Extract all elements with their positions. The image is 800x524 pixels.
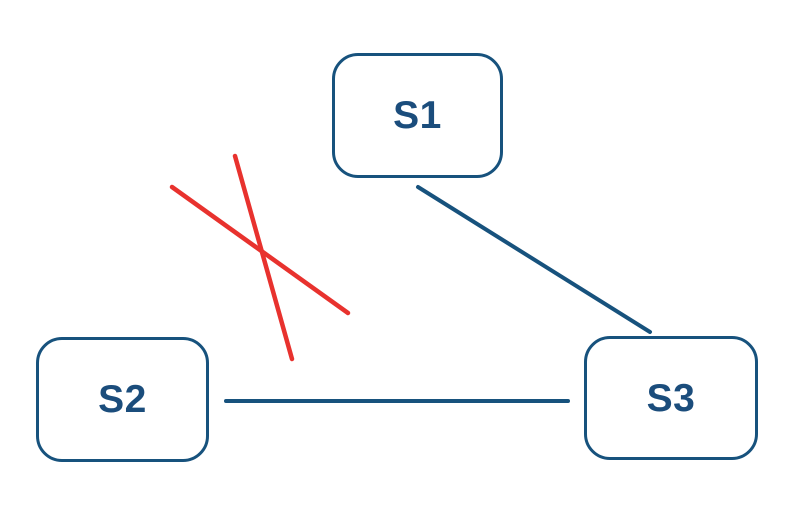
node-s2-label: S2 [98, 378, 147, 421]
red-x-stroke-shallow [169, 184, 351, 316]
node-s3-label: S3 [646, 376, 696, 420]
node-s3: S3 [584, 336, 758, 460]
red-x-icon [169, 153, 351, 362]
node-s1-label: S1 [393, 94, 442, 137]
red-x-stroke-steep [232, 153, 295, 362]
node-s2: S2 [36, 337, 209, 462]
edge-s1-s3 [416, 185, 652, 334]
node-s1: S1 [332, 53, 503, 178]
